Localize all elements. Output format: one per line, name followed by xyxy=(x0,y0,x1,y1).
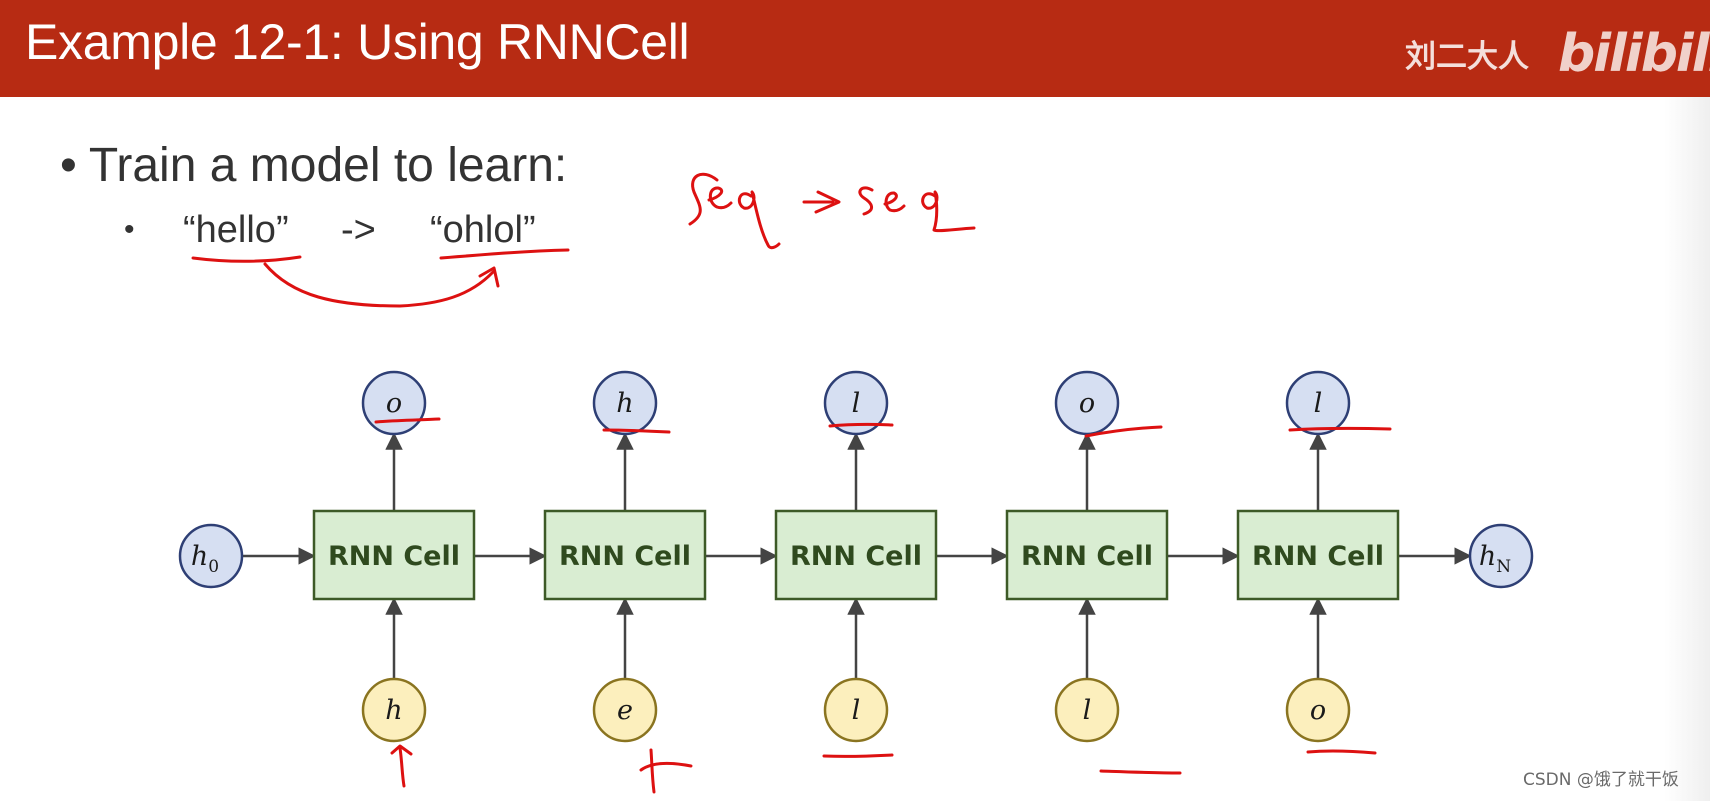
rnn-cell-label: RNN Cell xyxy=(1021,541,1153,572)
rnn-cell-label: RNN Cell xyxy=(790,541,922,572)
arrow-text: -> xyxy=(341,209,376,251)
input-mark-1-stem xyxy=(398,746,406,788)
rnn-cell-5: RNN Cell xyxy=(1236,509,1400,601)
input-mark-2 xyxy=(649,748,656,794)
input-mark-2-tick xyxy=(639,761,693,772)
output-node-5-label: l xyxy=(1314,388,1323,419)
rnn-cell-2: RNN Cell xyxy=(543,509,707,601)
hidden-state-final-subscript: N xyxy=(1496,557,1511,577)
author-name: 刘二大人 xyxy=(1405,39,1529,75)
input-node-2-label: e xyxy=(617,695,633,726)
csdn-watermark: CSDN @饿了就干饭 xyxy=(1523,770,1679,790)
output-node-2-label: h xyxy=(616,388,633,419)
arc-arrowhead xyxy=(478,266,500,288)
input-node-3: l xyxy=(823,677,889,743)
output-node-4: o xyxy=(1054,370,1120,436)
rnn-cell-label: RNN Cell xyxy=(559,541,691,572)
underline-output-2 xyxy=(602,428,671,434)
underline-ohlol xyxy=(439,248,570,260)
connector-arrows xyxy=(242,432,1472,679)
output-node-1-label: o xyxy=(386,388,402,419)
rnn-cell-3: RNN Cell xyxy=(774,509,938,601)
underline-hello xyxy=(191,255,302,263)
output-node-2: h xyxy=(592,370,658,436)
output-node-1: o xyxy=(361,370,427,436)
title-bar: Example 12-1: Using RNNCell 刘二大人 bilibil… xyxy=(0,0,1710,97)
rnn-cells: RNN Cell RNN Cell RNN Cell RNN Cell RNN Cell xyxy=(312,509,1400,601)
handwritten-seq-to-seq xyxy=(688,172,976,250)
input-word: “hello” xyxy=(183,209,289,251)
diagram-nodes: o h h e l l o l l o h0 hN xyxy=(178,370,1534,743)
underline-input-4 xyxy=(1099,769,1182,775)
output-node-3-label: l xyxy=(852,388,861,419)
hidden-state-initial-subscript: 0 xyxy=(208,557,219,577)
output-node-3: l xyxy=(823,370,889,436)
input-node-2: e xyxy=(592,677,658,743)
rnn-cell-label: RNN Cell xyxy=(328,541,460,572)
underline-output-4 xyxy=(1084,425,1163,438)
hidden-state-final: hN xyxy=(1468,523,1534,589)
main-bullet: •Train a model to learn: xyxy=(60,138,567,194)
bullet-dot: • xyxy=(60,139,77,192)
input-node-1: h xyxy=(361,677,427,743)
input-node-1-label: h xyxy=(385,695,402,726)
underline-output-5 xyxy=(1288,426,1392,432)
rnn-cell-4: RNN Cell xyxy=(1005,509,1169,601)
input-mark-1 xyxy=(390,744,413,756)
output-node-5: l xyxy=(1285,370,1351,436)
input-node-5: o xyxy=(1285,677,1351,743)
rnn-cell-label: RNN Cell xyxy=(1252,541,1384,572)
underline-input-5 xyxy=(1306,749,1377,755)
input-node-3-label: l xyxy=(852,695,861,726)
hidden-state-initial: h0 xyxy=(178,523,244,589)
input-node-4-label: l xyxy=(1083,695,1092,726)
slide-title: Example 12-1: Using RNNCell xyxy=(25,14,690,70)
output-word: “ohlol” xyxy=(430,209,536,251)
underline-output-1 xyxy=(374,417,441,424)
input-node-4: l xyxy=(1054,677,1120,743)
rnn-cell-1: RNN Cell xyxy=(312,509,476,601)
main-bullet-text: Train a model to learn: xyxy=(88,139,568,192)
handwritten-annotations xyxy=(191,172,1392,794)
underline-output-3 xyxy=(828,422,894,428)
underline-input-3 xyxy=(822,753,894,758)
sub-bullet-dot: • xyxy=(124,213,135,246)
arc-hello-to-ohlol xyxy=(263,262,495,308)
bilibili-logo: bilibili xyxy=(1558,24,1710,84)
slide-edge-shadow xyxy=(1664,97,1710,801)
output-node-4-label: o xyxy=(1079,388,1095,419)
input-node-5-label: o xyxy=(1310,695,1326,726)
